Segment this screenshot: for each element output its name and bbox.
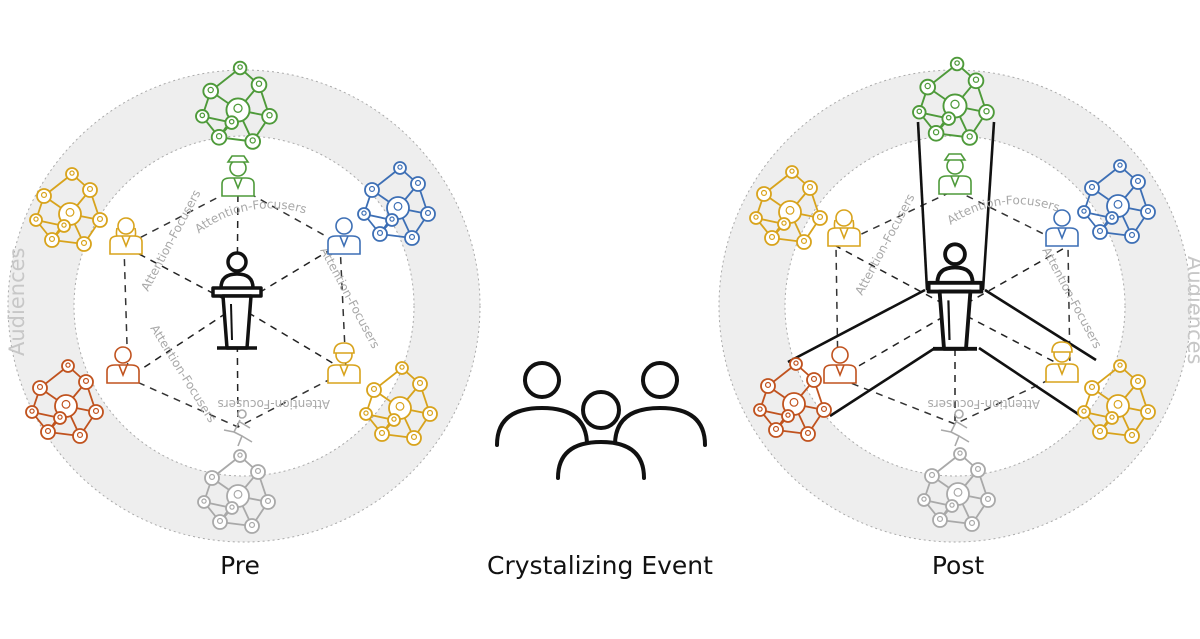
spoke-line xyxy=(236,305,347,372)
network-graph-icon xyxy=(359,361,438,446)
crystalizing-event: Crystalizing Event xyxy=(487,361,713,580)
network-graph-icon xyxy=(25,359,104,444)
network-graph-icon xyxy=(1077,359,1156,444)
network-graph-icon xyxy=(29,167,108,252)
hex-label-lower-right: Attention-Focusers xyxy=(927,397,1040,411)
woman-icon xyxy=(109,217,143,255)
businessman-icon xyxy=(106,346,140,384)
network-graph-icon xyxy=(1077,159,1156,244)
podium-speaker-icon xyxy=(926,242,984,351)
strong-connection-line xyxy=(978,346,1085,420)
audience-networks xyxy=(25,60,438,534)
audiences-label: Audiences xyxy=(5,248,29,356)
post-diagram: Attention-Focusers Attention-Focusers At… xyxy=(718,56,1200,580)
pre-diagram: Attention-Focusers Attention-Focusers At… xyxy=(5,60,481,580)
attention-focusers xyxy=(106,155,361,447)
pre-caption: Pre xyxy=(220,551,260,580)
audience-networks xyxy=(749,56,1156,532)
strong-connection-line xyxy=(787,288,926,364)
spoke-line xyxy=(123,245,238,307)
worker-hardhat-icon xyxy=(327,342,361,384)
network-graph-icon xyxy=(195,60,278,150)
post-caption: Post xyxy=(932,551,985,580)
police-officer-icon xyxy=(938,153,972,195)
worker-hardhat-icon xyxy=(1045,341,1079,383)
spoke-line xyxy=(127,305,238,379)
network-graph-icon xyxy=(753,357,832,442)
spoke-line xyxy=(954,245,1069,311)
strong-connection-line xyxy=(916,121,929,291)
strong-connection-line xyxy=(981,121,996,291)
spoke-line xyxy=(954,309,1071,371)
woman-icon xyxy=(827,209,861,247)
podium-speaker-icon xyxy=(211,251,263,350)
network-graph-icon xyxy=(357,161,436,246)
network-graph-icon xyxy=(749,165,828,250)
crystalizing-event-caption: Crystalizing Event xyxy=(487,551,713,580)
strong-connection-line xyxy=(984,288,1097,362)
police-officer-icon xyxy=(221,155,255,197)
network-graph-icon xyxy=(912,56,995,146)
network-graph-icon xyxy=(197,449,276,534)
people-group-icon xyxy=(495,361,707,480)
running-person-icon xyxy=(940,409,970,447)
hex-label-lower-right: Attention-Focusers xyxy=(217,397,330,411)
businessman-icon xyxy=(327,217,361,255)
spoke-line xyxy=(835,245,956,311)
businessman-icon xyxy=(1045,209,1079,247)
spoke-line xyxy=(837,309,956,379)
businessman-icon xyxy=(823,346,857,384)
strong-connection-line xyxy=(829,346,936,418)
network-graph-icon xyxy=(917,447,996,532)
attention-focusers xyxy=(823,153,1079,447)
running-person-icon xyxy=(223,409,253,447)
audiences-label: Audiences xyxy=(1183,256,1200,364)
speaker-connections xyxy=(787,121,1097,424)
